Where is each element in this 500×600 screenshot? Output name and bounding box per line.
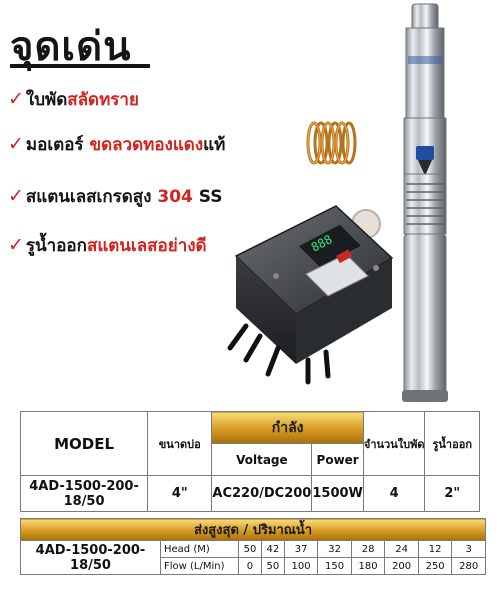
impeller-count-cell: 4 (362, 475, 426, 512)
title-underline (10, 64, 150, 68)
check-icon: ✓ (8, 88, 24, 110)
impeller-count-header: จำนวนใบพัด (362, 411, 426, 476)
table-row: Flow (L/Min) 0 50 100 150 180 200 250 28… (21, 557, 486, 575)
submersible-pump-image (402, 3, 448, 402)
power-group-header: กำลัง (211, 411, 364, 444)
spec-table: MODEL ขนาดบ่อ กำลัง จำนวนใบพัด รูน้ำออก … (19, 411, 480, 512)
pipe-size-header: ขนาดบ่อ (147, 411, 213, 476)
flow-value: 100 (283, 557, 319, 575)
check-icon: ✓ (8, 234, 24, 256)
feature-text-highlight: สลัดทราย (67, 90, 139, 110)
head-label: Head (M) (160, 540, 239, 558)
table-row: 4AD-1500-200-18/50 Head (M) 50 42 37 32 … (20, 540, 486, 575)
flow-value: 0 (238, 557, 262, 575)
feature-text-suffix: แท้ (203, 135, 226, 155)
flow-value: 180 (350, 557, 386, 575)
check-icon: ✓ (8, 133, 24, 155)
head-value: 32 (317, 540, 352, 558)
feature-text-highlight: สแตนเลสอย่างดี (86, 236, 207, 256)
feature-item-stainless: ✓สแตนเลสเกรดสูง 304 SS (8, 183, 223, 210)
feature-item-outlet: ✓รูน้ำออกสแตนเลสอย่างดี (8, 232, 207, 259)
controller-box-image: 888 (227, 205, 394, 385)
check-icon: ✓ (8, 185, 24, 207)
model-cell: 4AD-1500-200-18/50 (20, 540, 161, 575)
flow-value: 250 (417, 557, 453, 575)
flow-value: 150 (317, 557, 352, 575)
head-value: 28 (350, 540, 386, 558)
head-flow-header: ส่งสูงสุด / ปริมาณน้ำ (20, 518, 486, 541)
outlet-header: รูน้ำออก (424, 411, 480, 476)
flow-value: 280 (451, 557, 486, 575)
feature-text: มอเตอร์ (25, 135, 90, 155)
page-title: จุดเด่น (10, 24, 132, 70)
head-value: 12 (417, 540, 453, 558)
model-cell: 4AD-1500-200-18/50 (19, 475, 149, 512)
feature-text: รูน้ำออก (25, 236, 87, 256)
model-header: MODEL (19, 411, 149, 476)
voltage-header: Voltage (211, 443, 313, 476)
power-cell: 1500W (311, 475, 364, 512)
feature-text: สแตนเลสเกรดสูง (25, 187, 158, 207)
feature-text: ใบพัด (25, 90, 68, 110)
head-value: 42 (260, 540, 285, 558)
pipe-size-cell: 4" (147, 475, 213, 512)
feature-item-impeller: ✓ใบพัดสลัดทราย (8, 86, 139, 113)
flow-label: Flow (L/Min) (160, 557, 239, 575)
outlet-cell: 2" (424, 475, 480, 512)
feature-text-highlight: 304 (157, 187, 193, 207)
head-value: 37 (283, 540, 319, 558)
feature-text-suffix: SS (192, 187, 223, 207)
power-header: Power (311, 443, 364, 476)
head-value: 50 (238, 540, 262, 558)
feature-text-highlight: ขดลวดทองแดง (89, 135, 204, 155)
copper-coil-icon (306, 121, 357, 165)
flow-value: 200 (384, 557, 419, 575)
feature-item-motor: ✓มอเตอร์ ขดลวดทองแดงแท้ (8, 131, 225, 158)
head-flow-table: ส่งสูงสุด / ปริมาณน้ำ 4AD-1500-200-18/50… (20, 518, 486, 575)
flow-value: 50 (260, 557, 285, 575)
table-row: 4AD-1500-200-18/50 4" AC220/DC200 1500W … (19, 475, 480, 512)
head-value: 3 (451, 540, 486, 558)
voltage-cell: AC220/DC200 (211, 475, 313, 512)
head-value: 24 (384, 540, 419, 558)
